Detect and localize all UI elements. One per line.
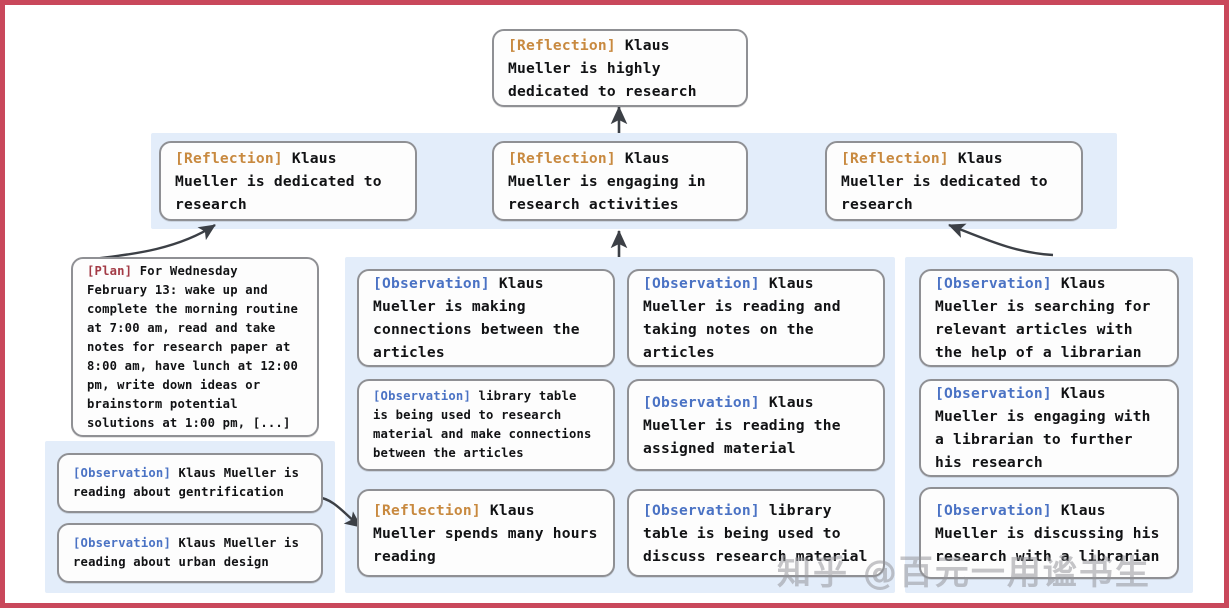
node-text: [Observation] Klaus Mueller is discussin… xyxy=(921,499,1177,568)
node-text: [Reflection] Klaus Mueller is dedicated … xyxy=(827,147,1081,216)
node-body: For Wednesday February 13: wake up and c… xyxy=(87,263,306,430)
node-reflection-middle[interactable]: [Reflection] Klaus Mueller is engaging i… xyxy=(492,141,748,221)
node-text: [Plan] For Wednesday February 13: wake u… xyxy=(73,262,317,433)
node-reflection-right[interactable]: [Reflection] Klaus Mueller is dedicated … xyxy=(825,141,1083,221)
node-col1-observation-2[interactable]: [Observation] library table is being use… xyxy=(357,379,615,471)
node-body: Klaus Mueller is reading about urban des… xyxy=(73,536,307,569)
node-body: Klaus Mueller is highly dedicated to res… xyxy=(508,36,697,100)
node-col2-observation-3[interactable]: [Observation] library table is being use… xyxy=(627,489,885,577)
node-body: Klaus Mueller is reading the assigned ma… xyxy=(643,393,850,457)
node-text: [Observation] Klaus Mueller is reading a… xyxy=(59,534,321,572)
node-col1-observation-1[interactable]: [Observation] Klaus Mueller is making co… xyxy=(357,269,615,367)
tag-observation: [Observation] xyxy=(643,501,760,519)
tag-reflection: [Reflection] xyxy=(841,149,949,167)
node-col1-reflection[interactable]: [Reflection] Klaus Mueller spends many h… xyxy=(357,489,615,577)
tag-observation: [Observation] xyxy=(935,501,1052,519)
node-plan[interactable]: [Plan] For Wednesday February 13: wake u… xyxy=(71,257,319,437)
tag-observation: [Observation] xyxy=(935,275,1052,292)
node-body: Klaus Mueller is discussing his research… xyxy=(935,501,1169,565)
node-reflection-left[interactable]: [Reflection] Klaus Mueller is dedicated … xyxy=(159,141,417,221)
tag-observation: [Observation] xyxy=(73,466,171,480)
tag-reflection: [Reflection] xyxy=(508,36,616,54)
node-body: Klaus Mueller is searching for relevant … xyxy=(935,275,1160,361)
node-body: Klaus Mueller is making connections betw… xyxy=(373,275,589,361)
watermark: 知乎 @百元一用谧书生 xyxy=(777,553,1151,593)
tag-observation: [Observation] xyxy=(373,275,490,292)
node-observation-left-2[interactable]: [Observation] Klaus Mueller is reading a… xyxy=(57,523,323,583)
tag-observation: [Observation] xyxy=(643,393,760,411)
tag-plan: [Plan] xyxy=(87,263,133,278)
node-body: Klaus Mueller is engaging in research ac… xyxy=(508,149,715,213)
tag-reflection: [Reflection] xyxy=(508,149,616,167)
node-text: [Reflection] Klaus Mueller is highly ded… xyxy=(494,34,746,103)
tag-observation: [Observation] xyxy=(73,536,171,550)
tag-observation: [Observation] xyxy=(643,275,760,292)
node-body: Klaus Mueller is dedicated to research xyxy=(841,149,1057,213)
tag-reflection: [Reflection] xyxy=(175,149,283,167)
node-col3-observation-3[interactable]: [Observation] Klaus Mueller is discussin… xyxy=(919,487,1179,579)
node-body: Klaus Mueller is engaging with a librari… xyxy=(935,385,1160,471)
node-text: [Reflection] Klaus Mueller spends many h… xyxy=(359,499,613,568)
node-text: [Reflection] Klaus Mueller is dedicated … xyxy=(161,147,415,216)
node-text: [Observation] Klaus Mueller is reading a… xyxy=(59,464,321,502)
node-observation-left-1[interactable]: [Observation] Klaus Mueller is reading a… xyxy=(57,453,323,513)
node-col3-observation-2[interactable]: [Observation] Klaus Mueller is engaging … xyxy=(919,379,1179,477)
node-text: [Observation] Klaus Mueller is searching… xyxy=(921,272,1177,364)
node-body: Klaus Mueller is reading about gentrific… xyxy=(73,466,307,499)
node-col2-observation-2[interactable]: [Observation] Klaus Mueller is reading t… xyxy=(627,379,885,471)
node-body: Klaus Mueller is reading and taking note… xyxy=(643,275,850,361)
node-text: [Observation] Klaus Mueller is reading a… xyxy=(629,272,883,364)
node-body: Klaus Mueller spends many hours reading xyxy=(373,501,607,565)
tag-observation: [Observation] xyxy=(373,389,471,403)
node-root-reflection[interactable]: [Reflection] Klaus Mueller is highly ded… xyxy=(492,29,748,107)
node-text: [Observation] Klaus Mueller is reading t… xyxy=(629,391,883,460)
tag-observation: [Observation] xyxy=(935,385,1052,402)
node-body: library table is being used to discuss r… xyxy=(643,501,868,565)
tag-reflection: [Reflection] xyxy=(373,501,481,519)
node-text: [Observation] Klaus Mueller is engaging … xyxy=(921,382,1177,474)
node-text: [Observation] library table is being use… xyxy=(629,499,883,568)
node-text: [Observation] library table is being use… xyxy=(359,387,613,463)
node-body: library table is being used to research … xyxy=(373,389,600,460)
node-col3-observation-1[interactable]: [Observation] Klaus Mueller is searching… xyxy=(919,269,1179,367)
node-col2-observation-1[interactable]: [Observation] Klaus Mueller is reading a… xyxy=(627,269,885,367)
node-body: Klaus Mueller is dedicated to research xyxy=(175,149,391,213)
node-text: [Observation] Klaus Mueller is making co… xyxy=(359,272,613,364)
node-text: [Reflection] Klaus Mueller is engaging i… xyxy=(494,147,746,216)
